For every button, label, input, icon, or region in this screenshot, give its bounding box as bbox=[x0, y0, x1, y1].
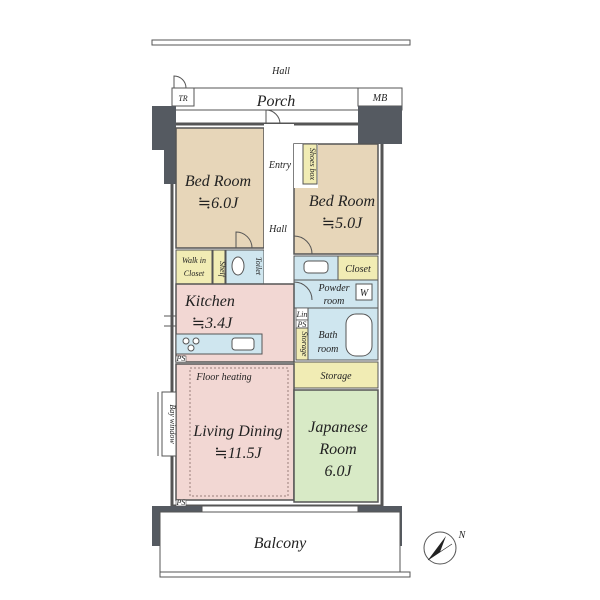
linen-label: Lin bbox=[296, 310, 308, 319]
kitchen-size: ≒3.4J bbox=[192, 315, 233, 332]
bath-label-1: Bath bbox=[319, 330, 338, 341]
shoes-box-label-front: Shoes box bbox=[308, 148, 317, 181]
powder-room-label-2: room bbox=[324, 296, 345, 307]
stove-burner-2 bbox=[192, 337, 200, 345]
kitchen-sink bbox=[231, 337, 255, 351]
porch-door-swing bbox=[173, 75, 187, 89]
toilet-fixture bbox=[231, 256, 245, 276]
tr-box bbox=[171, 87, 195, 107]
living-dining bbox=[175, 363, 295, 501]
bedroom-1-name: Bed Room bbox=[185, 173, 251, 190]
japanese-size: 6.0J bbox=[324, 463, 352, 480]
ps-small-1: PS bbox=[176, 354, 186, 363]
bedroom-2-size: ≒5.0J bbox=[322, 215, 363, 232]
japanese-label-1: Japanese bbox=[308, 419, 368, 436]
balcony-label: Balcony bbox=[254, 535, 307, 552]
tr-label: TR bbox=[178, 94, 187, 103]
entry-label: Entry bbox=[268, 160, 292, 171]
powder-room-label-1: Powder bbox=[317, 283, 349, 294]
ps-small-2: PS bbox=[176, 498, 186, 507]
ps-label: PS bbox=[297, 320, 307, 329]
bathtub bbox=[345, 313, 373, 357]
shelf-label: Shelf bbox=[218, 261, 227, 279]
bedroom-2-name: Bed Room bbox=[309, 193, 375, 210]
balcony-window bbox=[201, 505, 359, 513]
shoes-box-front bbox=[302, 143, 318, 185]
living-name: Living Dining bbox=[192, 423, 282, 440]
floor-heating-label: Floor heating bbox=[195, 372, 251, 383]
japanese-label-2: Room bbox=[318, 441, 356, 458]
hall-inner-label: Hall bbox=[268, 224, 287, 235]
storage-vertical-label: Storage bbox=[300, 332, 309, 357]
toilet-label: Toilet bbox=[254, 257, 263, 276]
bedroom-1-door-swing bbox=[235, 231, 253, 249]
kitchen-side-door bbox=[164, 315, 177, 327]
hall-bar bbox=[151, 39, 411, 46]
living-size: ≒11.5J bbox=[214, 445, 262, 462]
powder-door-swing bbox=[293, 281, 313, 301]
north-label: N bbox=[458, 530, 467, 541]
balcony bbox=[159, 511, 401, 573]
storage-label: Storage bbox=[320, 371, 352, 382]
bedroom-1-size: ≒6.0J bbox=[198, 195, 239, 212]
powder-sink bbox=[303, 260, 329, 274]
entry-door-swing bbox=[265, 109, 281, 125]
bedroom-2-door-swing bbox=[293, 235, 313, 255]
mb-label: MB bbox=[372, 93, 387, 104]
porch-label: Porch bbox=[256, 93, 296, 110]
hall-top-label: Hall bbox=[271, 66, 290, 77]
storage bbox=[293, 361, 379, 389]
wall-nw-side bbox=[164, 124, 176, 184]
compass-icon bbox=[423, 531, 457, 565]
washer-label: W bbox=[360, 288, 370, 299]
hall-corridor bbox=[264, 124, 294, 284]
bay-window bbox=[161, 391, 177, 457]
ps-small-2-box bbox=[175, 499, 187, 507]
wall-pillar-ne bbox=[358, 106, 402, 144]
walk-in-closet-label-2: Closet bbox=[184, 269, 205, 278]
floor-heating-zone bbox=[189, 367, 289, 497]
stove-burner-3 bbox=[187, 344, 195, 352]
stove-burner-1 bbox=[182, 337, 190, 345]
kitchen-name: Kitchen bbox=[184, 293, 235, 310]
bay-window-label: Bay window bbox=[168, 404, 177, 444]
ps-small-1-box bbox=[175, 355, 187, 363]
washer-box bbox=[355, 283, 373, 301]
balcony-rail bbox=[159, 571, 411, 578]
walk-in-closet-label-1: Walk in bbox=[182, 256, 206, 265]
bath-label-2: room bbox=[318, 344, 339, 355]
closet-label: Closet bbox=[345, 264, 371, 275]
japanese-room bbox=[293, 389, 379, 503]
